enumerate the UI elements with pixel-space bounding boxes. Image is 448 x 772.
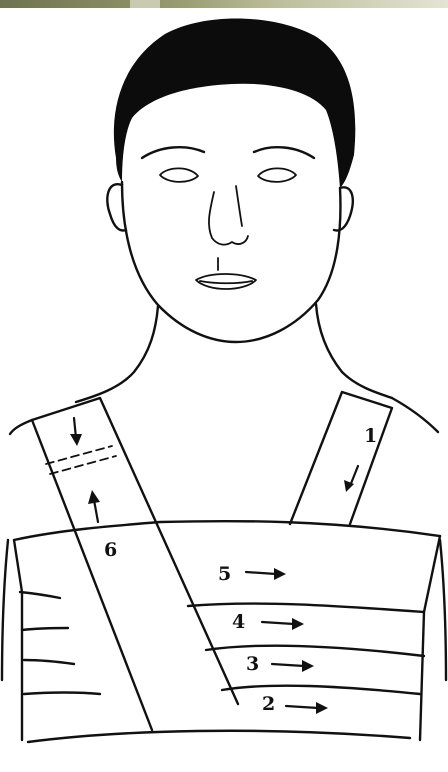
right-ear — [334, 187, 353, 230]
neck-left — [76, 306, 158, 402]
arrow-step-2 — [286, 702, 328, 714]
wrap-line-2 — [22, 628, 424, 656]
arrow-fold — [70, 418, 82, 446]
right-eyebrow — [254, 147, 314, 158]
right-shoulder — [392, 398, 438, 432]
face-outline — [122, 182, 340, 342]
label-step-1: 1 — [364, 425, 377, 447]
arrow-step-5 — [246, 568, 286, 580]
right-arm — [440, 540, 446, 680]
strap-6-fold — [46, 446, 116, 474]
label-step-3: 3 — [246, 653, 259, 675]
left-arm — [2, 540, 8, 680]
label-step-5: 5 — [218, 563, 231, 585]
arrow-step-1 — [344, 466, 358, 492]
left-eyebrow — [142, 147, 204, 158]
label-step-4: 4 — [232, 611, 245, 633]
left-shoulder — [10, 420, 32, 434]
arrow-step-6 — [88, 490, 100, 522]
mouth — [196, 274, 256, 289]
wrap-bottom — [28, 731, 410, 742]
wrap-line-1 — [20, 592, 424, 612]
right-eye — [258, 168, 296, 182]
hair — [114, 18, 355, 188]
wrap-line-4 — [24, 693, 100, 695]
strap-1-band — [290, 392, 392, 524]
wrap-line-3 — [24, 660, 420, 694]
label-step-2: 2 — [262, 693, 275, 715]
arrow-step-4 — [262, 618, 304, 630]
left-eye — [160, 168, 198, 182]
label-step-6: 6 — [104, 539, 117, 561]
strap-6-band — [32, 398, 238, 730]
arrow-step-3 — [272, 660, 314, 672]
nose — [209, 186, 248, 245]
neck-right — [316, 304, 392, 398]
